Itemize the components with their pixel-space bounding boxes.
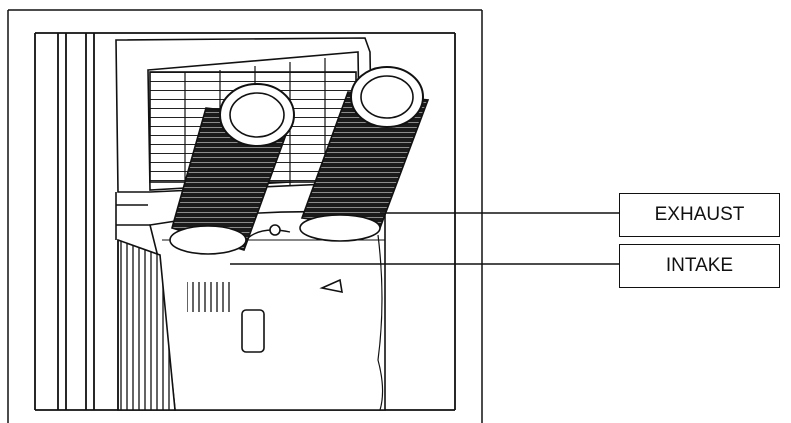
exhaust-label: EXHAUST — [619, 193, 780, 237]
intake-label: INTAKE — [619, 244, 780, 288]
